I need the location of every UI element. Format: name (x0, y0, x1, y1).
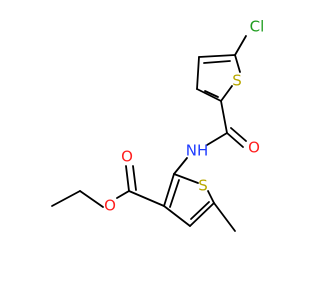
bond-c2b-c3b (163, 173, 175, 207)
bond-c3-c4 (196, 56, 200, 90)
bond-carbonyl-o (226, 132, 244, 148)
bond-carbonyl-o-double (230, 127, 247, 142)
bond-ester-c-o-carbonyl (125, 165, 130, 192)
bond-c2-c3 (196, 88, 222, 102)
bond-c2-carbonyl (220, 100, 228, 134)
bond-nh-c2b (173, 157, 188, 175)
bond-sb-c2b (173, 173, 199, 184)
bond-c5b-methyl (213, 202, 236, 232)
bond-o-link-ch2 (79, 190, 104, 208)
bond-ester-c-o-carbonyl-double (132, 165, 137, 191)
atom-chlorine-label: Cl (250, 18, 265, 36)
bond-c3b-c4b (163, 205, 191, 227)
atom-oxygen-amide-label: O (248, 139, 260, 157)
bond-c5-s1 (234, 54, 241, 73)
atom-sulfur-top-label: S (232, 72, 242, 90)
atom-sulfur-bottom-label: S (198, 177, 208, 195)
atom-label-layer: Cl S O NH O S O (104, 18, 264, 215)
bond-c2b-c3b-double (169, 179, 180, 208)
bond-c4b-c5b-double (190, 201, 210, 220)
atom-oxygen-ester-link-label: O (104, 197, 116, 215)
bond-cl-c5 (234, 35, 247, 56)
bond-c2-c3-double (204, 90, 219, 98)
bond-c4-c5-double (203, 60, 231, 64)
bond-s1-c2 (220, 85, 233, 102)
bond-c5b-sb (207, 190, 215, 204)
bond-c3b-ester-c (128, 190, 165, 207)
atom-nitrogen-label: NH (186, 142, 209, 160)
bond-ch2-ch3 (51, 190, 81, 207)
bond-layer (51, 35, 247, 232)
bond-c4-c5 (198, 54, 236, 58)
bond-carbonyl-nh (206, 132, 228, 146)
molecule-structure-diagram: Cl S O NH O S O (51, 18, 264, 232)
atom-oxygen-ester-carbonyl-label: O (121, 148, 133, 166)
bond-ester-c-o-link (116, 190, 130, 199)
bond-c4b-c5b (189, 202, 215, 227)
